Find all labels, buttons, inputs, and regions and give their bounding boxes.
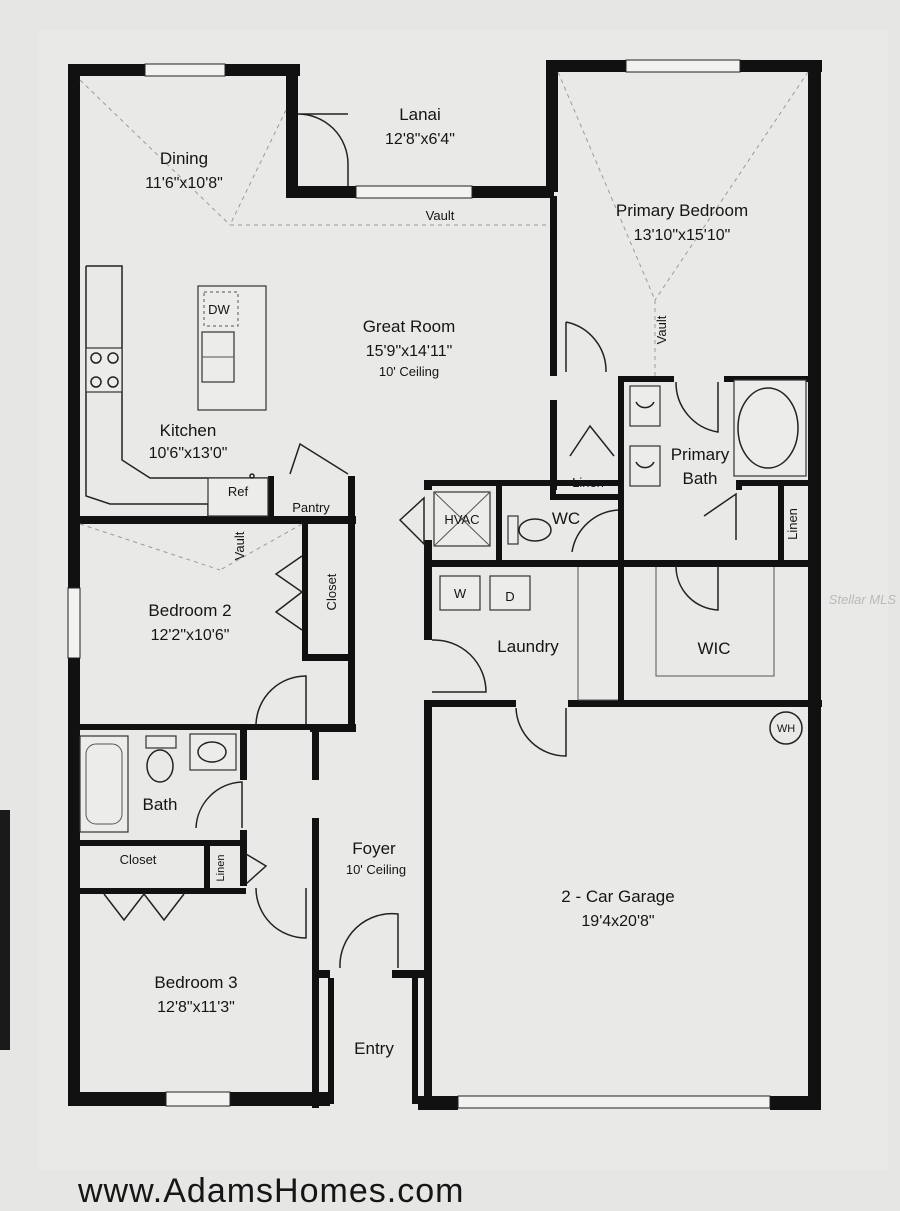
interior-walls [80,196,822,1110]
garage-name: 2 - Car Garage [561,887,674,906]
closet-label-bedroom3: Closet [120,852,157,867]
door-swings [103,113,737,969]
exterior-walls [68,60,822,1110]
windows [67,59,771,1109]
room-labels: Lanai 12'8"x6'4" Dining 11'6"x10'8" Vaul… [120,105,800,1058]
pantry-label: Pantry [292,500,330,515]
bedroom2-name: Bedroom 2 [148,601,231,620]
entry-label: Entry [354,1039,394,1058]
vault-label-great-room: Vault [426,208,455,223]
wic-label: WIC [697,639,730,658]
primary-bath-line1: Primary [671,445,730,464]
dishwasher-label: DW [208,302,230,317]
foyer-name: Foyer [352,839,396,858]
washer-label: W [454,586,467,601]
vault-label-primary: Vault [654,315,669,344]
bedroom3-name: Bedroom 3 [154,973,237,992]
ref-label: Ref [228,484,249,499]
kitchen-counters [85,265,270,517]
laundry-label: Laundry [497,637,559,656]
page-edge-shadow [0,810,10,1050]
kitchen-name: Kitchen [160,421,217,440]
garage-dims: 19'4x20'8" [581,913,654,930]
primary-bedroom-name: Primary Bedroom [616,201,748,220]
great-room-name: Great Room [363,317,456,336]
linen-label-primary-hall: Linen [572,475,604,490]
kitchen-dims: 10'6"x13'0" [149,445,228,462]
dining-name: Dining [160,149,208,168]
hvac-label: HVAC [444,512,479,527]
foyer-ceiling: 10' Ceiling [346,862,406,877]
great-room-ceiling: 10' Ceiling [379,364,439,379]
dryer-label: D [505,589,514,604]
great-room-dims: 15'9"x14'11" [366,343,453,360]
lanai-name: Lanai [399,105,441,124]
bedroom3-dims: 12'8"x11'3" [157,999,235,1016]
vault-lines [79,71,809,571]
closet-label-bedroom2: Closet [324,573,339,610]
vault-label-bedroom2: Vault [232,531,247,560]
linen-label-hall: Linen [215,855,227,882]
primary-bath-line2: Bath [683,469,718,488]
bath-label: Bath [143,795,178,814]
footer-website-url[interactable]: www.AdamsHomes.com [78,1172,465,1210]
linen-label-primary-bath: Linen [785,508,800,540]
bath-fixtures [79,379,807,833]
water-heater-label: WH [777,723,795,735]
primary-bedroom-dims: 13'10"x15'10" [634,227,731,244]
mls-watermark: Stellar MLS [828,592,896,607]
lanai-dims: 12'8"x6'4" [385,131,455,148]
bedroom2-dims: 12'2"x10'6" [151,627,230,644]
wc-label: WC [552,509,580,528]
dining-dims: 11'6"x10'8" [145,175,223,192]
